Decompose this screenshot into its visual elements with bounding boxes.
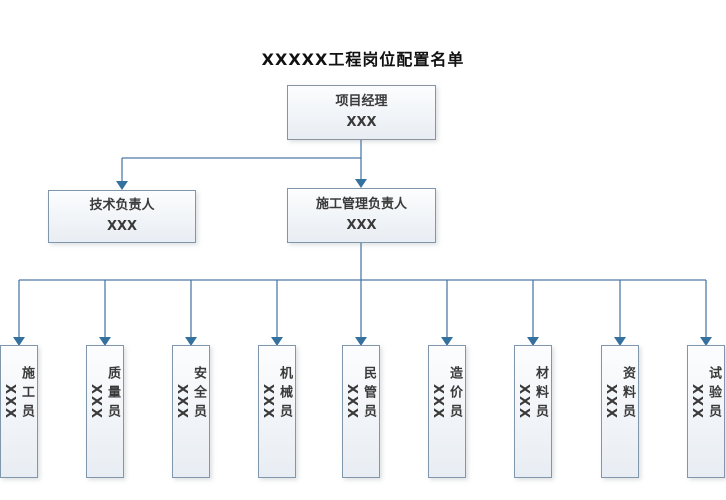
arrow-down-icon bbox=[99, 337, 111, 346]
page-title: XXXXX工程岗位配置名单 bbox=[261, 50, 465, 69]
arrow-down-icon bbox=[355, 337, 367, 346]
node-construction-manager: 施工管理负责人 XXX bbox=[287, 188, 436, 243]
node-staff-civil-admin: 民管员XXX bbox=[342, 345, 380, 478]
node-staff-machinery: 机械员XXX bbox=[258, 345, 296, 478]
node-staff-cost: 造价员XXX bbox=[428, 345, 466, 478]
staff-role-label: 造价员 bbox=[447, 366, 462, 423]
node-role-label: 技术负责人 bbox=[89, 198, 155, 214]
node-name-label: XXX bbox=[346, 114, 377, 130]
staff-label: 材料员XXX bbox=[516, 346, 550, 477]
staff-name-label: XXX bbox=[516, 384, 531, 421]
node-project-manager: 项目经理 XXX bbox=[287, 85, 436, 140]
staff-name-label: XXX bbox=[88, 384, 103, 421]
arrow-down-icon bbox=[355, 179, 367, 188]
staff-role-label: 试验员 bbox=[706, 366, 721, 423]
staff-role-label: 材料员 bbox=[533, 366, 548, 423]
staff-label: 资料员XXX bbox=[603, 346, 637, 477]
staff-role-label: 资料员 bbox=[620, 366, 635, 423]
node-staff-materials: 材料员XXX bbox=[514, 345, 552, 478]
staff-name-label: XXX bbox=[260, 384, 275, 421]
arrow-down-icon bbox=[185, 337, 197, 346]
arrow-down-icon bbox=[614, 337, 626, 346]
staff-label: 安全员XXX bbox=[174, 346, 208, 477]
node-technical-director: 技术负责人 XXX bbox=[48, 190, 196, 243]
arrow-down-icon bbox=[271, 337, 283, 346]
arrow-down-icon bbox=[13, 337, 25, 346]
arrow-down-icon bbox=[116, 181, 128, 190]
node-name-label: XXX bbox=[346, 217, 377, 233]
staff-label: 施工员XXX bbox=[2, 346, 36, 477]
staff-name-label: XXX bbox=[689, 384, 704, 421]
node-staff-documentation: 资料员XXX bbox=[601, 345, 639, 478]
staff-role-label: 质量员 bbox=[105, 366, 120, 423]
staff-name-label: XXX bbox=[603, 384, 618, 421]
node-staff-testing: 试验员XXX bbox=[687, 345, 725, 478]
staff-label: 民管员XXX bbox=[344, 346, 378, 477]
node-staff-quality: 质量员XXX bbox=[86, 345, 124, 478]
arrow-down-icon bbox=[441, 337, 453, 346]
staff-label: 机械员XXX bbox=[260, 346, 294, 477]
staff-role-label: 安全员 bbox=[191, 366, 206, 423]
staff-label: 造价员XXX bbox=[430, 346, 464, 477]
staff-name-label: XXX bbox=[430, 384, 445, 421]
staff-name-label: XXX bbox=[2, 384, 17, 421]
staff-role-label: 机械员 bbox=[277, 366, 292, 423]
node-role-label: 项目经理 bbox=[335, 94, 388, 110]
node-staff-safety: 安全员XXX bbox=[172, 345, 210, 478]
node-name-label: XXX bbox=[106, 218, 138, 234]
arrow-down-icon bbox=[527, 337, 539, 346]
node-role-label: 施工管理负责人 bbox=[315, 197, 407, 213]
arrow-down-icon bbox=[700, 337, 712, 346]
staff-role-label: 施工员 bbox=[19, 366, 34, 423]
staff-role-label: 民管员 bbox=[361, 366, 376, 423]
staff-name-label: XXX bbox=[344, 384, 359, 421]
staff-name-label: XXX bbox=[174, 384, 189, 421]
staff-label: 质量员XXX bbox=[88, 346, 122, 477]
staff-label: 试验员XXX bbox=[689, 346, 723, 477]
node-staff-constructor: 施工员XXX bbox=[0, 345, 38, 478]
